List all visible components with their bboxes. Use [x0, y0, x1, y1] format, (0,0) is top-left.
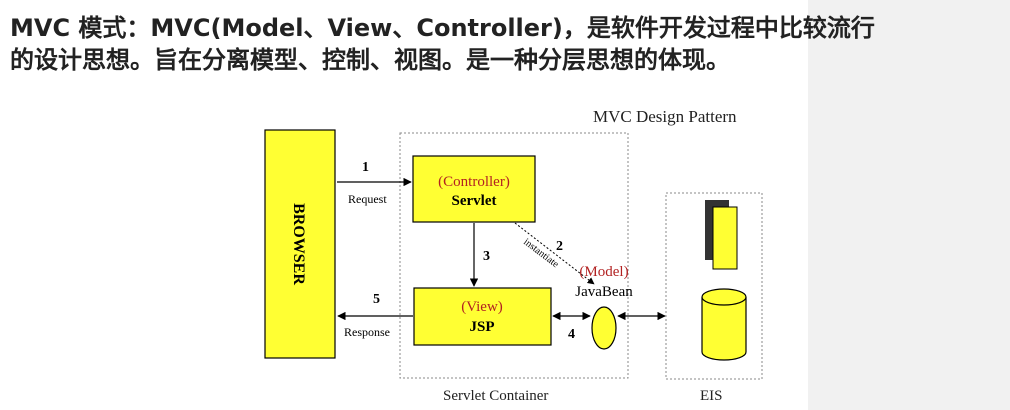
step-1-label: 1 [362, 160, 369, 175]
heading-line-1: MVC 模式：MVC(Model、View、Controller)，是软件开发过… [10, 14, 875, 42]
view-box [413, 287, 552, 346]
javabean-shape [591, 306, 617, 350]
controller-name: Servlet [452, 193, 497, 209]
step-4-label: 4 [568, 327, 575, 342]
controller-role: (Controller) [438, 174, 510, 190]
controller-box [412, 155, 536, 223]
eis-label: EIS [700, 388, 723, 404]
servlet-container-box [399, 132, 629, 379]
browser-box [264, 129, 336, 359]
eis-database-icon [701, 288, 747, 306]
page-heading: MVC 模式：MVC(Model、View、Controller)，是软件开发过… [10, 12, 1000, 76]
servlet-container-label: Servlet Container [443, 388, 548, 404]
view-name: JSP [469, 319, 494, 335]
eis-box [665, 192, 763, 380]
request-label: Request [348, 192, 387, 206]
step-3-label: 3 [483, 249, 490, 264]
eis-document-icon [712, 206, 738, 270]
view-role: (View) [461, 299, 503, 315]
browser-label: BROWSER [290, 203, 307, 285]
model-role: (Model) [579, 264, 628, 280]
response-label: Response [344, 325, 390, 339]
step-5-label: 5 [373, 292, 380, 307]
heading-line-2: 的设计思想。旨在分离模型、控制、视图。是一种分层思想的体现。 [10, 46, 730, 74]
instantiate-arrow [514, 222, 595, 285]
step-2-label: 2 [556, 239, 563, 254]
diagram-title: MVC Design Pattern [593, 107, 737, 126]
model-name: JavaBean [575, 284, 633, 300]
side-panel [808, 0, 1010, 410]
eis-database-body [701, 297, 747, 361]
